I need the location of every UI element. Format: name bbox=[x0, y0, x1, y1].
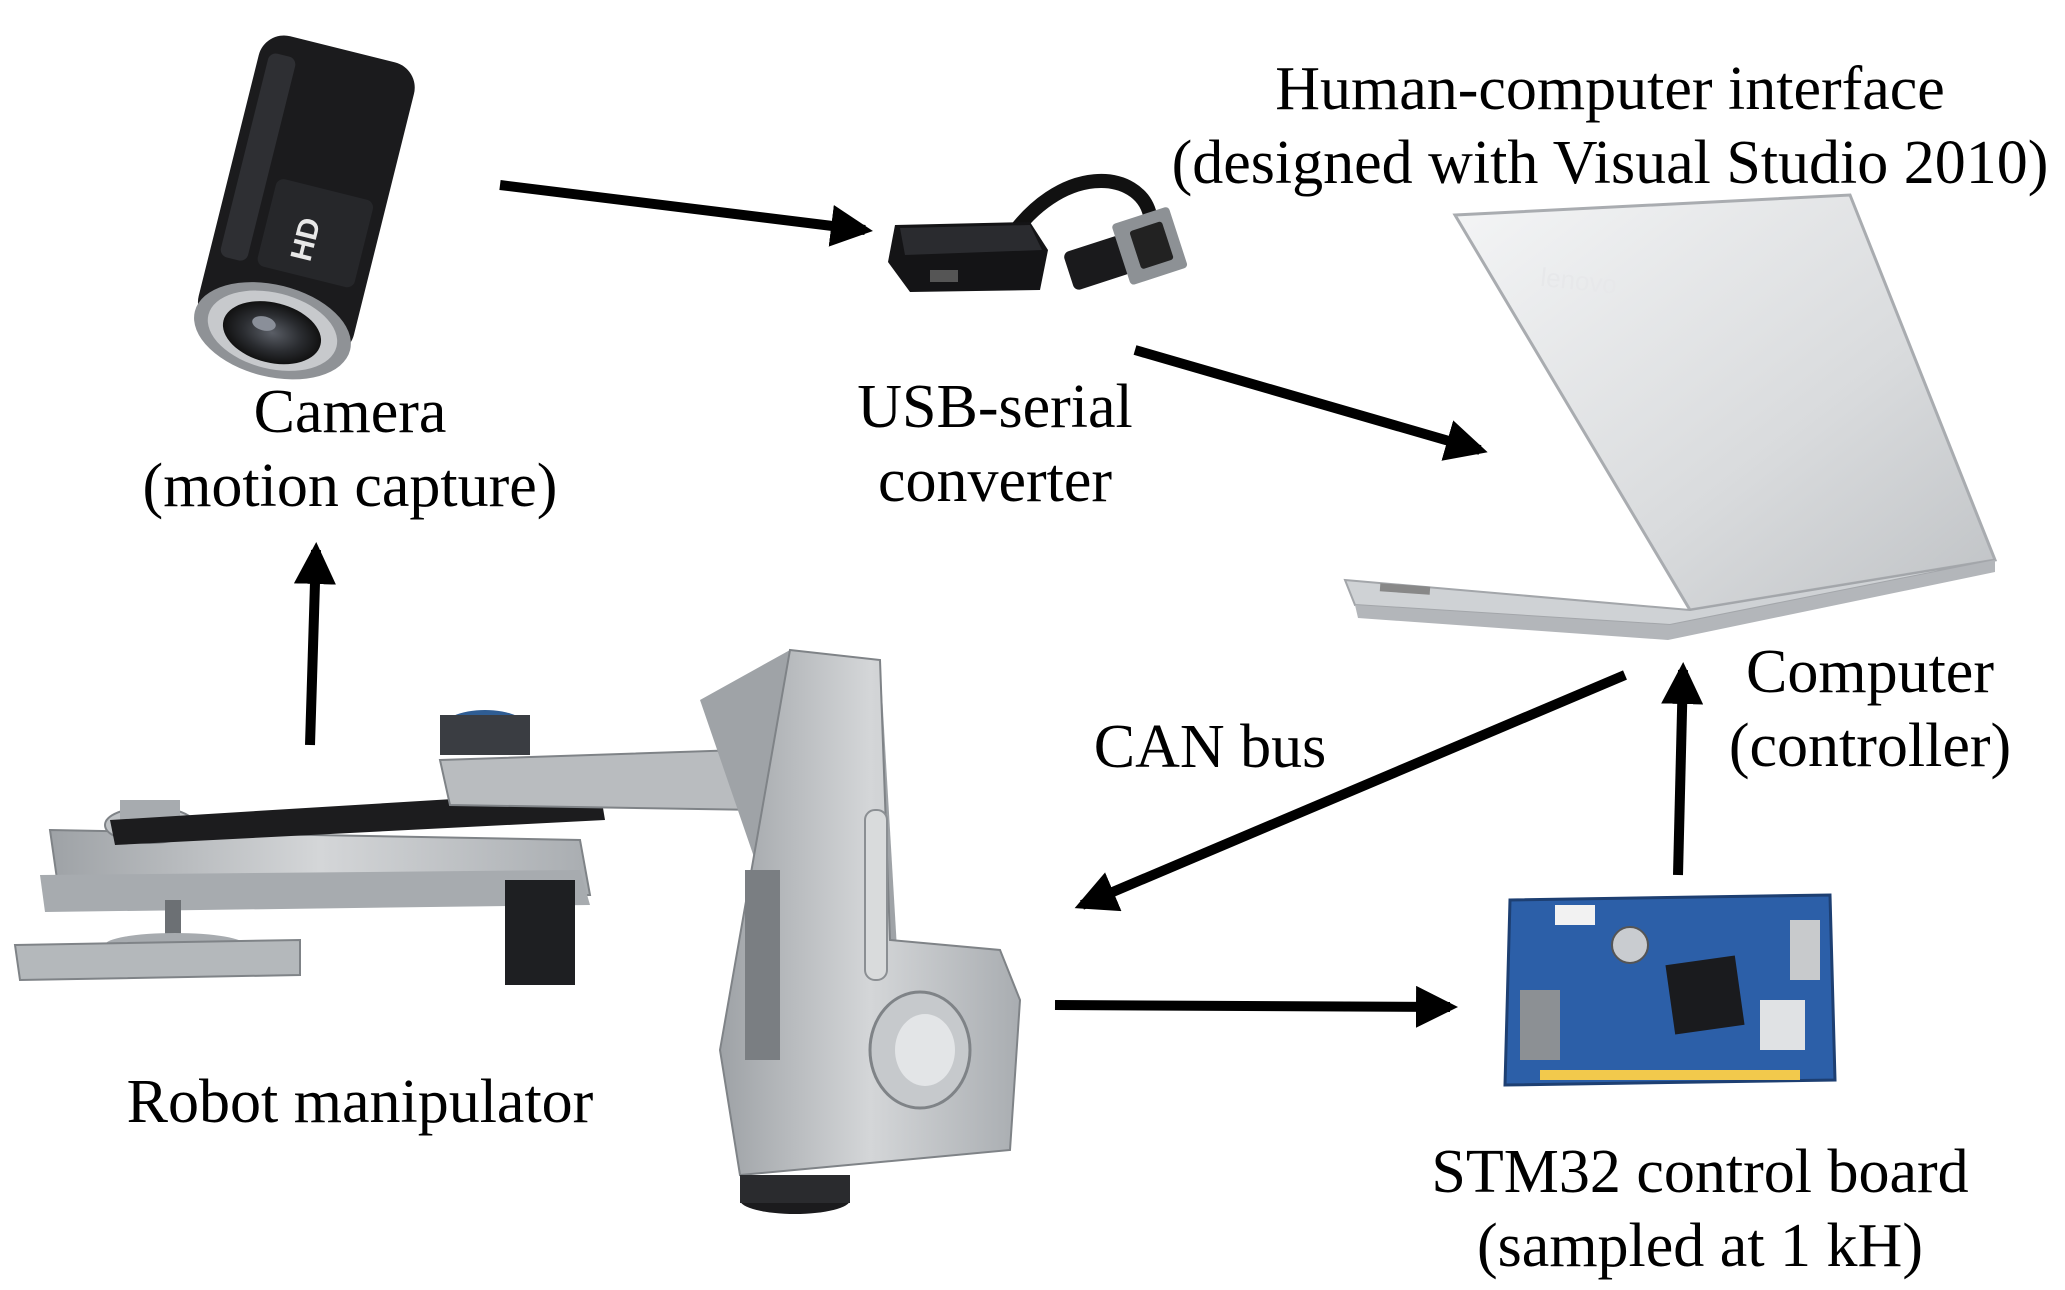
camcorder-icon: HD bbox=[194, 35, 415, 380]
usb-converter-line2: converter bbox=[877, 447, 1113, 515]
usb-serial-adapter-icon bbox=[888, 174, 1188, 292]
stm32-subtitle: (sampled at 1 kH) bbox=[1477, 1212, 1923, 1280]
computer-title: Computer bbox=[1746, 638, 1994, 706]
arrow-robot-to-camera bbox=[293, 542, 336, 746]
stm32-title: STM32 control board bbox=[1431, 1138, 1969, 1206]
computer-subtitle: (controller) bbox=[1728, 712, 2012, 780]
stm32-label: STM32 control board (sampled at 1 kH) bbox=[1370, 1135, 2030, 1283]
camera-title: Camera bbox=[253, 378, 447, 446]
arrow-usb-to-computer bbox=[1133, 345, 1488, 461]
robot-label: Robot manipulator bbox=[100, 1065, 620, 1139]
arrow-camera-to-usb bbox=[499, 180, 873, 247]
arrow-stm32-to-computer bbox=[1661, 662, 1704, 876]
arrow-computer-to-robot bbox=[1074, 670, 1627, 912]
robot-arm-icon bbox=[13, 648, 1022, 1214]
hci-line2: (designed with Visual Studio 2010) bbox=[1171, 129, 2049, 197]
hci-line1: Human-computer interface bbox=[1275, 55, 1945, 123]
can-bus-label: CAN bus bbox=[1060, 710, 1360, 784]
circuit-board-icon bbox=[1503, 893, 1837, 1087]
laptop-icon: lenovo bbox=[1343, 193, 1998, 640]
hci-label: Human-computer interface (designed with … bbox=[1160, 52, 2060, 200]
usb-converter-label: USB-serial converter bbox=[820, 370, 1170, 518]
computer-label: Computer (controller) bbox=[1680, 635, 2060, 783]
camera-label: Camera (motion capture) bbox=[130, 375, 570, 523]
robot-text: Robot manipulator bbox=[126, 1068, 594, 1136]
camera-subtitle: (motion capture) bbox=[142, 452, 558, 520]
usb-converter-line1: USB-serial bbox=[857, 373, 1133, 441]
arrow-robot-to-stm32 bbox=[1054, 985, 1458, 1028]
can-bus-text: CAN bus bbox=[1093, 713, 1327, 781]
